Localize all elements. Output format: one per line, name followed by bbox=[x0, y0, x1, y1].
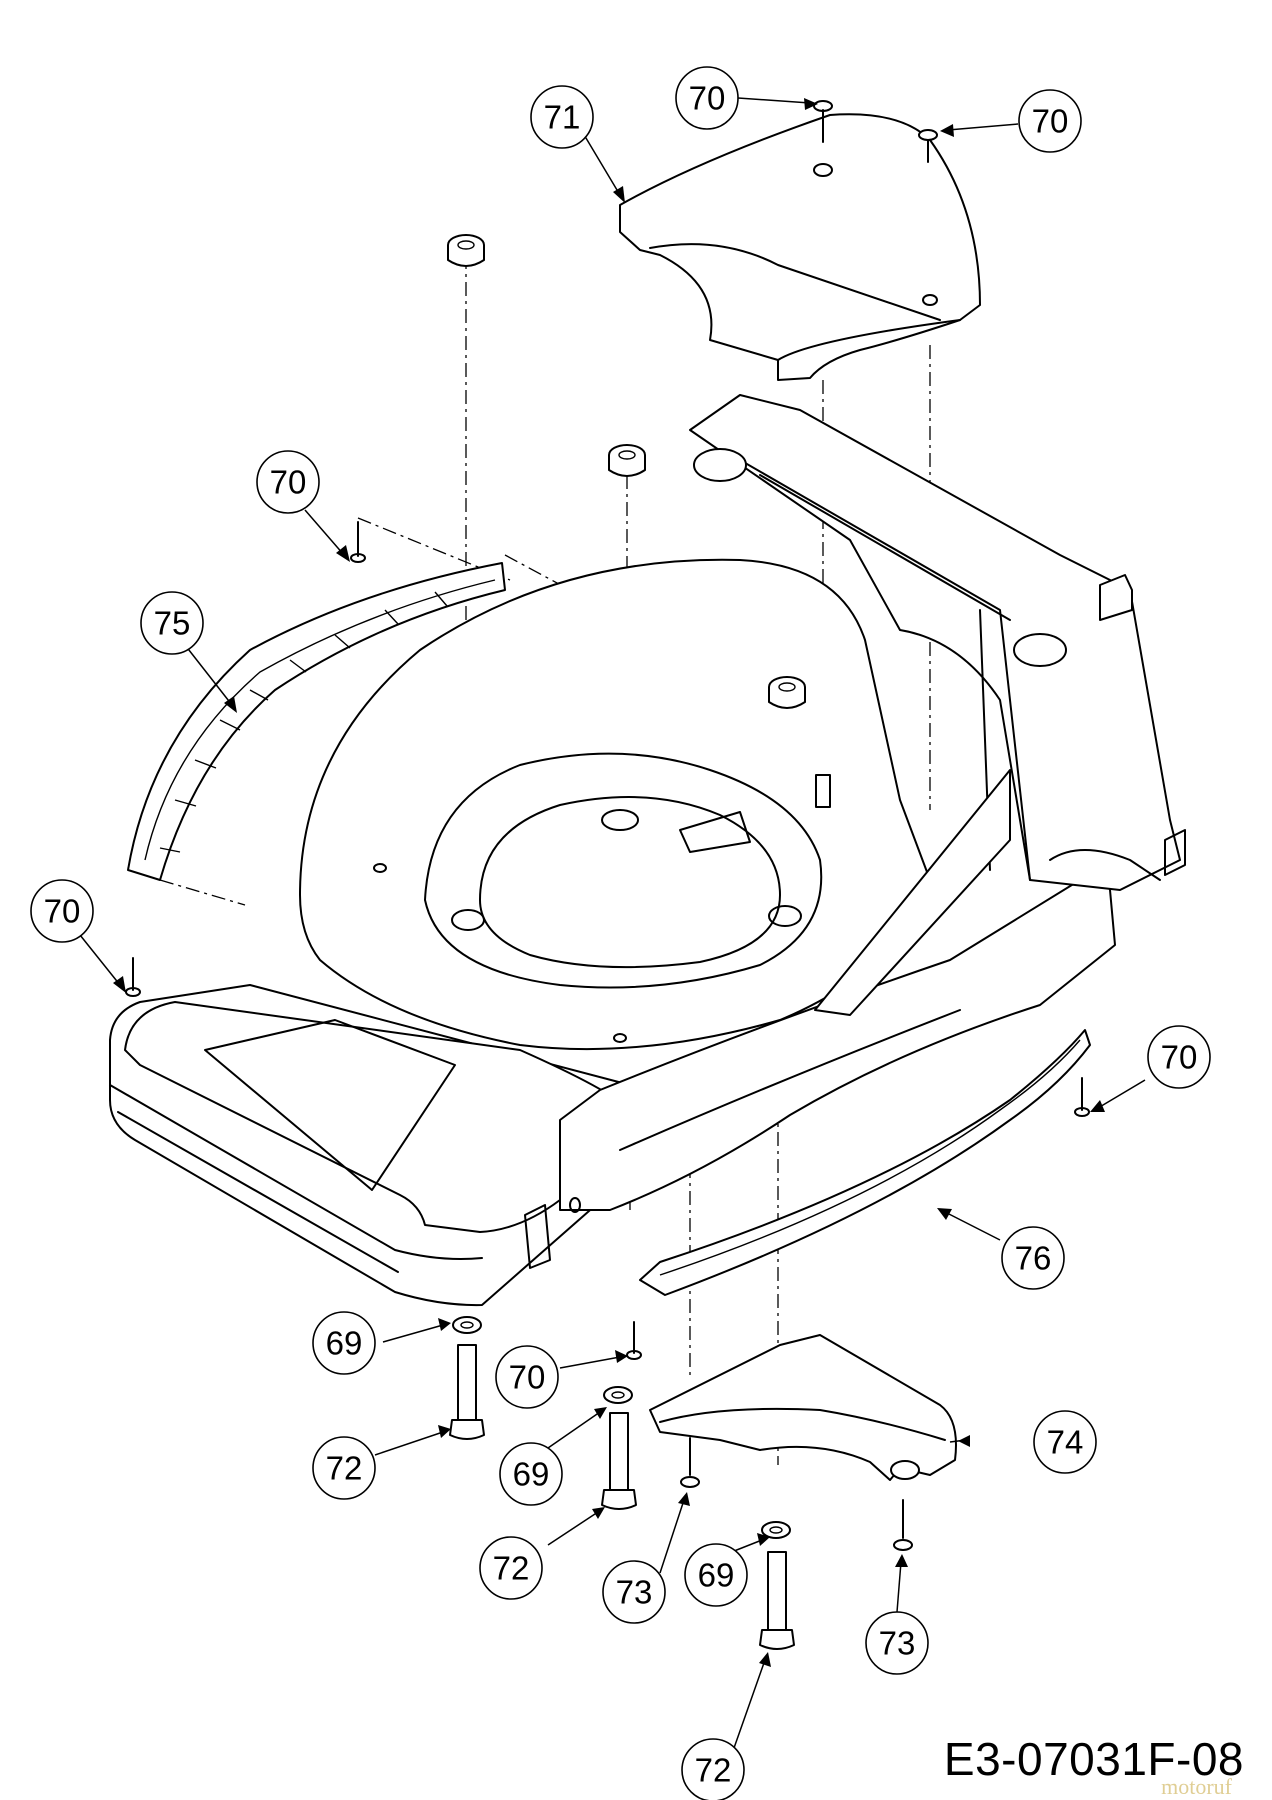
screws bbox=[125, 100, 1090, 1551]
callout-70: 70 bbox=[675, 66, 739, 130]
callout-73: 73 bbox=[865, 1611, 929, 1675]
callout-72: 72 bbox=[479, 1536, 543, 1600]
callout-labels: 70 70 71 70 75 70 70 76 bbox=[30, 66, 1211, 1800]
leader-lines bbox=[79, 97, 1146, 1749]
callout-label: 72 bbox=[493, 1550, 530, 1587]
callout-74: 74 bbox=[1033, 1410, 1097, 1474]
callout-72: 72 bbox=[681, 1738, 745, 1800]
callout-69: 69 bbox=[312, 1311, 376, 1375]
part-71-cover bbox=[619, 113, 981, 381]
part-75-side-strip bbox=[127, 562, 506, 881]
callout-70: 70 bbox=[1018, 89, 1082, 153]
callout-70: 70 bbox=[495, 1345, 559, 1409]
callout-70: 70 bbox=[256, 450, 320, 514]
part-76-side-strip bbox=[639, 1029, 1091, 1296]
callout-label: 71 bbox=[544, 99, 581, 136]
callout-label: 69 bbox=[698, 1557, 735, 1594]
callout-69: 69 bbox=[499, 1442, 563, 1506]
callout-label: 70 bbox=[44, 893, 81, 930]
callout-label: 73 bbox=[616, 1574, 653, 1611]
callout-70: 70 bbox=[1147, 1025, 1211, 1089]
callout-label: 72 bbox=[326, 1450, 363, 1487]
callout-label: 74 bbox=[1047, 1424, 1084, 1461]
callout-72: 72 bbox=[312, 1436, 376, 1500]
callout-label: 70 bbox=[1161, 1039, 1198, 1076]
callout-label: 70 bbox=[509, 1359, 546, 1396]
callout-71: 71 bbox=[530, 85, 594, 149]
callout-label: 70 bbox=[1032, 103, 1069, 140]
callout-label: 70 bbox=[689, 80, 726, 117]
callout-label: 70 bbox=[270, 464, 307, 501]
callout-label: 73 bbox=[879, 1625, 916, 1662]
part-74-cover bbox=[649, 1334, 957, 1481]
callout-label: 72 bbox=[695, 1752, 732, 1789]
mower-deck-housing bbox=[109, 394, 1186, 1307]
callout-label: 75 bbox=[154, 605, 191, 642]
watermark-logo: motoruf bbox=[1161, 1774, 1232, 1799]
callout-label: 76 bbox=[1015, 1240, 1052, 1277]
callout-75: 75 bbox=[140, 591, 204, 655]
callout-76: 76 bbox=[1001, 1226, 1065, 1290]
washers-and-bolts bbox=[449, 1316, 795, 1650]
callout-73: 73 bbox=[602, 1560, 666, 1624]
callout-label: 69 bbox=[513, 1456, 550, 1493]
diagram-code: E3-07031F-08 bbox=[943, 1733, 1244, 1785]
callout-69: 69 bbox=[684, 1543, 748, 1607]
callout-label: 69 bbox=[326, 1325, 363, 1362]
callout-70: 70 bbox=[30, 879, 94, 943]
spacer-bushings bbox=[447, 234, 806, 709]
